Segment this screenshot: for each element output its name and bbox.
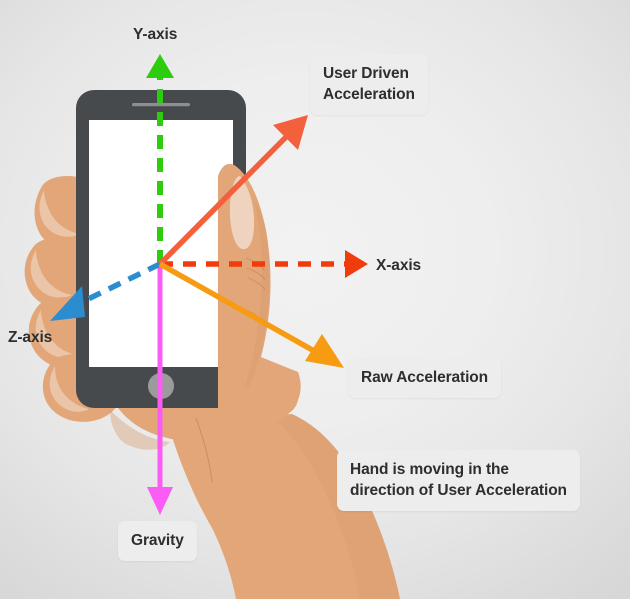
x-axis-arrowhead	[345, 250, 368, 278]
user-driven-acceleration-label: User Driven Acceleration	[310, 54, 428, 116]
z-axis-arrowhead	[50, 286, 85, 321]
hand-motion-note-line-2: direction of User Acceleration	[350, 482, 567, 500]
raw-acceleration-label: Raw Acceleration	[348, 358, 502, 399]
ring-finger-highlight	[35, 310, 77, 358]
forearm-shadow	[272, 414, 400, 599]
hand-motion-note: Hand is moving in the direction of User …	[337, 450, 580, 512]
middle-finger-highlight	[30, 250, 72, 298]
thumb-base	[218, 386, 299, 419]
x-axis-label: X-axis	[376, 257, 422, 274]
hand-motion-note-line-1: Hand is moving in the	[350, 461, 509, 478]
vector-user-driven-acceleration	[158, 115, 308, 266]
vector-z-axis	[50, 261, 162, 321]
phone-speaker	[132, 103, 190, 107]
thumb-crease-2	[246, 267, 266, 281]
user-driven-acceleration-line-1: User Driven	[323, 65, 409, 82]
palm-shadow	[110, 410, 170, 450]
z-axis-shaft	[78, 261, 162, 306]
wrist-crease	[195, 417, 213, 483]
raw-acceleration-arrowhead	[305, 334, 344, 368]
user-driven-arrowhead	[273, 115, 308, 150]
thumbnail	[229, 176, 255, 250]
gravity-label: Gravity	[118, 521, 197, 562]
vector-gravity	[147, 264, 173, 515]
z-axis-label: Z-axis	[8, 329, 53, 346]
thumb-group	[218, 163, 271, 418]
index-finger-highlight	[39, 190, 80, 237]
vector-raw-acceleration	[158, 261, 344, 368]
user-driven-shaft	[158, 131, 292, 266]
thumb	[218, 163, 271, 418]
gravity-arrowhead	[147, 487, 173, 515]
y-axis-arrowhead	[146, 54, 174, 78]
user-driven-acceleration-line-2: Acceleration	[323, 86, 415, 104]
thumb-shadow	[238, 200, 270, 404]
vector-x-axis	[160, 250, 368, 278]
raw-acceleration-shaft	[158, 261, 325, 359]
little-finger-highlight	[49, 366, 89, 412]
y-axis-label: Y-axis	[133, 26, 178, 43]
vector-y-axis	[146, 54, 174, 264]
thumb-crease-3	[247, 277, 266, 291]
